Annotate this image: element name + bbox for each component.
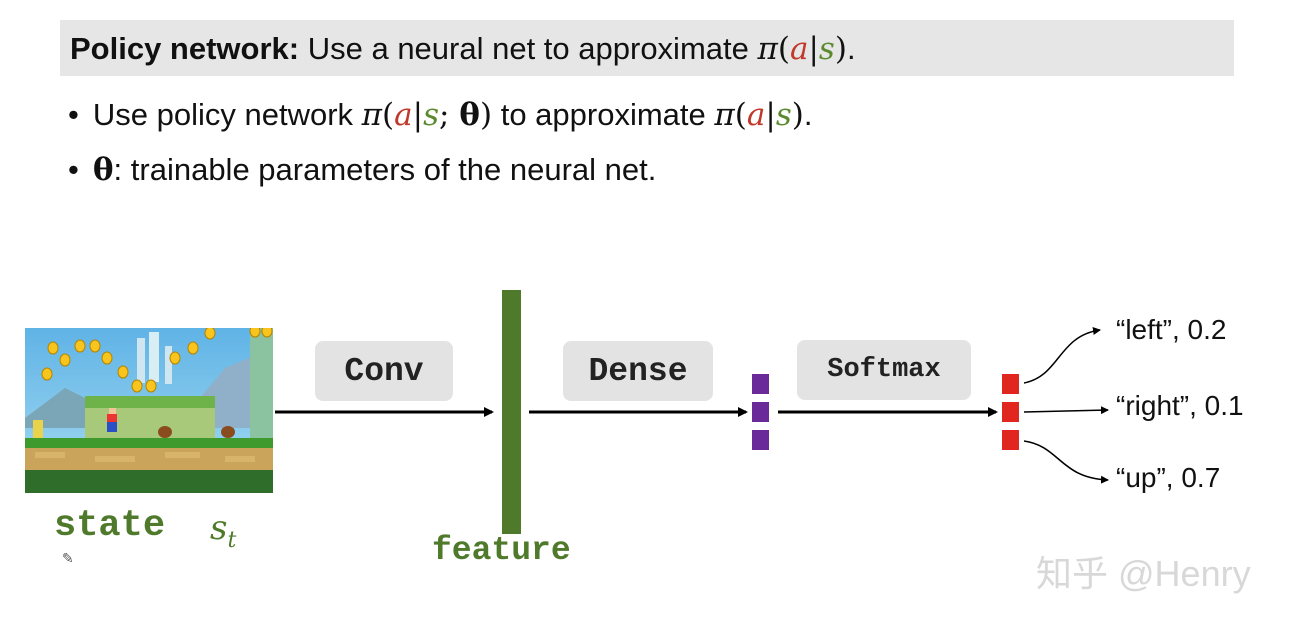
bar-symbol: | xyxy=(808,31,819,67)
action-symbol: a xyxy=(789,31,809,67)
feature-vector xyxy=(502,290,521,534)
softmax-output-unit xyxy=(1002,430,1019,450)
watermark: 知乎 @Henry xyxy=(1036,553,1251,594)
action-symbol: a xyxy=(746,97,766,133)
state-symbol-s: s xyxy=(210,508,228,548)
period: . xyxy=(846,31,856,66)
paren: ( xyxy=(382,97,395,133)
pencil-icon: ✎ xyxy=(62,550,74,566)
arrow-to-right xyxy=(1023,406,1109,415)
theta-symbol: θ xyxy=(92,152,114,188)
pi-symbol: π xyxy=(757,31,778,67)
title-rest: Use a neural net to approximate xyxy=(299,31,758,66)
bullet-2: • θ: trainable parameters of the neural n… xyxy=(68,151,656,189)
arrow-to-up xyxy=(1023,440,1109,484)
title-bold: Policy network: xyxy=(70,31,300,66)
state-symbol-label: st xyxy=(210,508,236,553)
conv-label: Conv xyxy=(344,352,424,390)
bar-symbol: | xyxy=(412,97,424,133)
arrow-to-left xyxy=(1023,327,1101,384)
bar-symbol: | xyxy=(765,97,776,133)
paren: ( xyxy=(777,31,790,67)
dense-output-unit xyxy=(752,374,769,394)
output-right: “right”, 0.1 xyxy=(1116,390,1244,421)
bullet-text: : trainable parameters of the neural net… xyxy=(113,152,657,187)
output-left: “left”, 0.2 xyxy=(1116,314,1227,345)
conv-box: Conv xyxy=(315,341,453,401)
state-symbol: s xyxy=(775,97,792,133)
softmax-box: Softmax xyxy=(797,340,971,400)
state-subscript: t xyxy=(227,527,237,553)
bullet-1: •Use policy network π(a|s; θ) to approxi… xyxy=(68,96,812,134)
dense-box: Dense xyxy=(563,341,713,401)
softmax-label: Softmax xyxy=(827,355,941,385)
softmax-output-unit xyxy=(1002,402,1019,422)
pi-symbol: π xyxy=(714,97,735,133)
semicolon: ; xyxy=(438,97,460,133)
paren: ) xyxy=(834,31,847,67)
dense-output-unit xyxy=(752,402,769,422)
paren: ( xyxy=(734,97,747,133)
state-label: state xyxy=(54,505,166,547)
slide-title: Policy network: Use a neural net to appr… xyxy=(70,30,856,68)
bullet-text: Use policy network xyxy=(92,97,362,132)
output-up: “up”, 0.7 xyxy=(1116,462,1221,493)
dense-output-unit xyxy=(752,430,769,450)
bullet-dot: • xyxy=(68,152,79,187)
feature-label: feature xyxy=(432,532,571,569)
bullet-text: to approximate xyxy=(492,97,715,132)
pi-symbol: π xyxy=(361,97,383,133)
bullet-dot: • xyxy=(68,97,79,132)
title-bar xyxy=(60,20,1234,76)
paren: ) xyxy=(479,97,493,133)
period: . xyxy=(803,97,813,132)
paren: ) xyxy=(791,97,804,133)
dense-label: Dense xyxy=(588,352,688,390)
softmax-output-unit xyxy=(1002,374,1019,394)
state-symbol: s xyxy=(423,97,439,133)
theta-symbol: θ xyxy=(459,97,480,133)
state-symbol: s xyxy=(818,31,835,67)
game-state-image xyxy=(25,328,273,493)
action-symbol: a xyxy=(394,97,413,133)
